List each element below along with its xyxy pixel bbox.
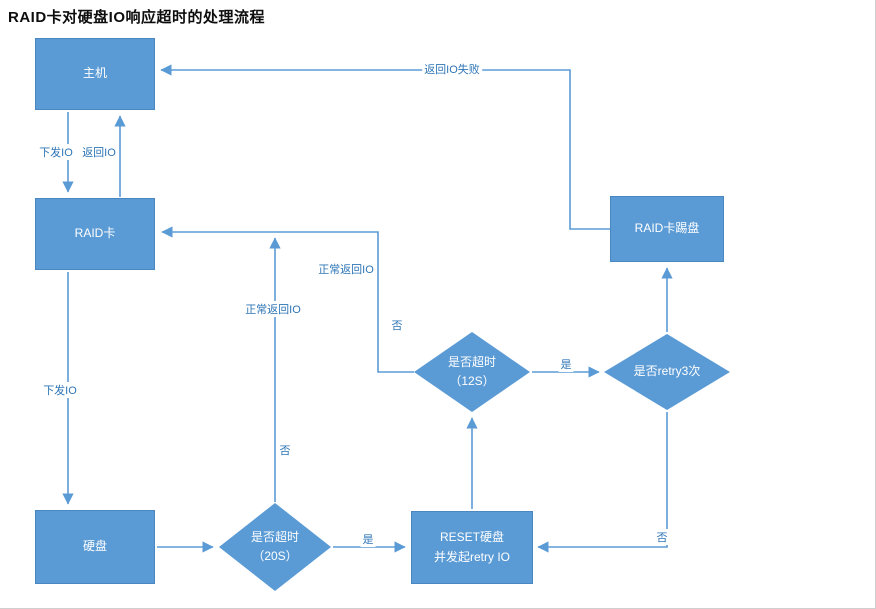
edge-label-normal-return-io-20s: 正常返回IO	[243, 301, 303, 317]
node-raid-kick-disk-label: RAID卡踢盘	[634, 221, 700, 236]
node-host-label: 主机	[82, 66, 107, 81]
edge-label-no-12s: 否	[389, 317, 405, 333]
node-raid-card: RAID卡	[35, 198, 155, 270]
node-disk-label: 硬盘	[82, 539, 107, 554]
node-raid-kick-disk: RAID卡踢盘	[610, 196, 724, 262]
decision-timeout-20s-line2: （20S）	[252, 549, 298, 563]
decision-timeout-20s-line1: 是否超时	[250, 529, 299, 544]
node-reset-disk-line2: 并发起retry IO	[433, 549, 510, 564]
decision-retry-3-times-label: 是否retry3次	[633, 364, 701, 379]
node-raid-card-label: RAID卡	[74, 226, 116, 241]
node-host: 主机	[35, 38, 155, 110]
edge-label-normal-return-io-12s: 正常返回IO	[316, 261, 376, 277]
edge-kick-to-host	[160, 64, 610, 230]
diagram-title: RAID卡对硬盘IO响应超时的处理流程	[8, 9, 266, 26]
node-disk: 硬盘	[35, 510, 155, 584]
edge-label-host-issue-io: 下发IO	[37, 144, 75, 160]
edge-timeout12-no-to-raid	[161, 226, 414, 373]
node-reset-disk: RESET硬盘 并发起retry IO	[411, 511, 533, 584]
edge-label-yes-12s: 是	[558, 356, 574, 372]
decision-timeout-12s-line2: （12S）	[449, 374, 495, 388]
edge-label-return-io: 返回IO	[80, 144, 118, 160]
node-reset-disk-line1: RESET硬盘	[439, 530, 504, 545]
edge-label-return-io-fail: 返回IO失败	[422, 61, 482, 77]
decision-timeout-12s-line1: 是否超时	[447, 354, 496, 369]
edge-retry-no-to-reset	[537, 412, 668, 553]
edge-label-raid-issue-io: 下发IO	[41, 382, 79, 398]
edge-label-no-20s: 否	[277, 442, 293, 458]
edge-label-no-retry: 否	[654, 529, 670, 545]
edge-label-yes-20s: 是	[360, 531, 376, 547]
